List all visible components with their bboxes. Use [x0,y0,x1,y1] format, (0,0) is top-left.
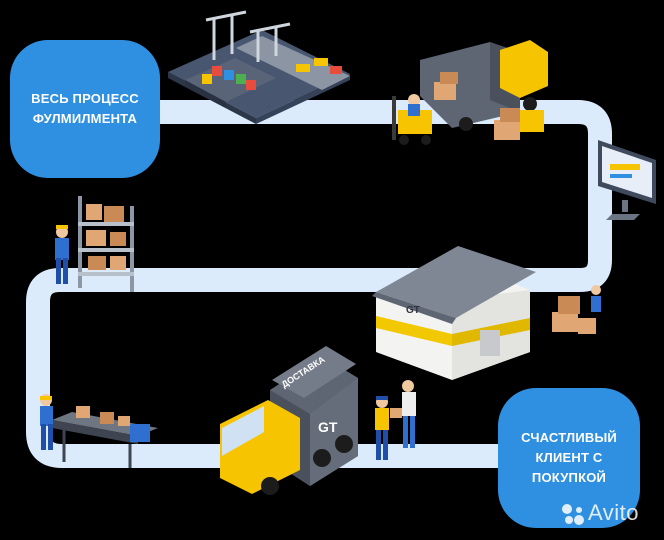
worker-icon [55,225,69,284]
seaport-icon [168,10,350,124]
pallet-boxes-icon [494,108,544,140]
watermark-text: Avito [588,500,640,525]
avito-watermark: Avito [560,498,656,528]
warehouse-building-icon: GT [372,246,536,380]
forklift-icon [392,94,432,145]
end-bubble-text: СЧАСТЛИВЫЙ КЛИЕНТ С ПОКУПКОЙ [521,430,617,485]
process-path [26,100,612,468]
box-stack-icon [552,285,601,334]
delivery-truck-icon: ДОСТАВКА GT [220,346,358,495]
warehouse-shelf-icon [78,196,134,292]
conveyor-belt-icon [40,394,158,468]
loading-truck-icon [420,40,548,131]
crane-icon [205,10,291,62]
computer-monitor-icon [598,140,656,220]
start-bubble-text: ВЕСЬ ПРОЦЕСС ФУЛМИЛМЕНТА [31,91,139,126]
truck-logo: GT [318,419,338,435]
warehouse-logo: GT [406,305,420,316]
start-bubble: ВЕСЬ ПРОЦЕСС ФУЛМИЛМЕНТА [10,40,160,178]
avito-logo-icon [562,504,584,525]
client-icon [402,380,416,448]
cargo-ship-icon [185,58,276,108]
courier-handing-package-icon [375,396,402,460]
